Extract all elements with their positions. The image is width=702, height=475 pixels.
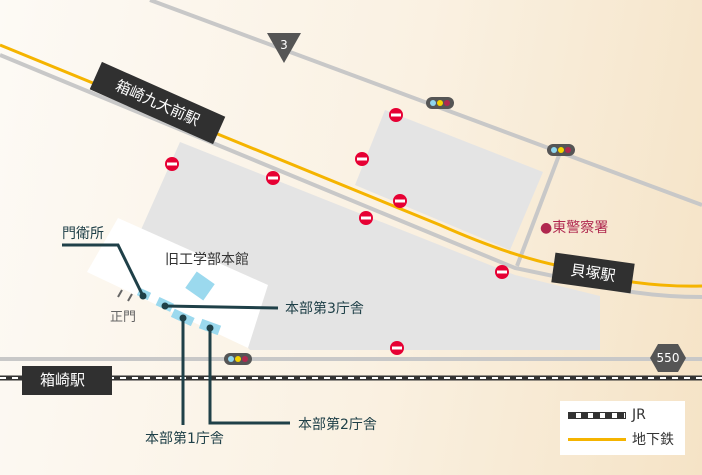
jr-legend-swatch xyxy=(568,411,626,419)
no-entry-icons xyxy=(165,108,509,355)
roads xyxy=(0,0,702,361)
route-3-label: 3 xyxy=(280,38,288,52)
leader-lines xyxy=(62,243,290,425)
bldg2-label: 本部第2庁舎 xyxy=(298,417,377,433)
police-station-label: ●東警察署 xyxy=(540,220,609,236)
main-gate-label: 正門 xyxy=(110,310,137,325)
station-hakozaki[interactable]: 箱崎駅 xyxy=(22,366,112,395)
city-block xyxy=(355,110,543,250)
jr-legend-label: JR xyxy=(632,407,646,423)
old-engineering-building xyxy=(185,271,215,301)
route-550-marker xyxy=(650,344,686,372)
old-engineering-label: 旧工学部本館 xyxy=(165,252,249,268)
legend: JR 地下鉄 xyxy=(560,401,685,455)
bldg1-label: 本部第1庁舎 xyxy=(145,431,224,447)
route-550-label: 550 xyxy=(656,351,680,365)
route-3-marker xyxy=(267,33,301,63)
subway-legend-label: 地下鉄 xyxy=(632,432,674,448)
gate-house-label: 門衛所 xyxy=(62,226,104,242)
subway-legend-swatch xyxy=(568,437,626,441)
campus-area xyxy=(87,218,268,348)
traffic-light-icons xyxy=(224,97,575,365)
main-gate-icon xyxy=(117,289,133,302)
bldg3-label: 本部第3庁舎 xyxy=(285,301,364,317)
